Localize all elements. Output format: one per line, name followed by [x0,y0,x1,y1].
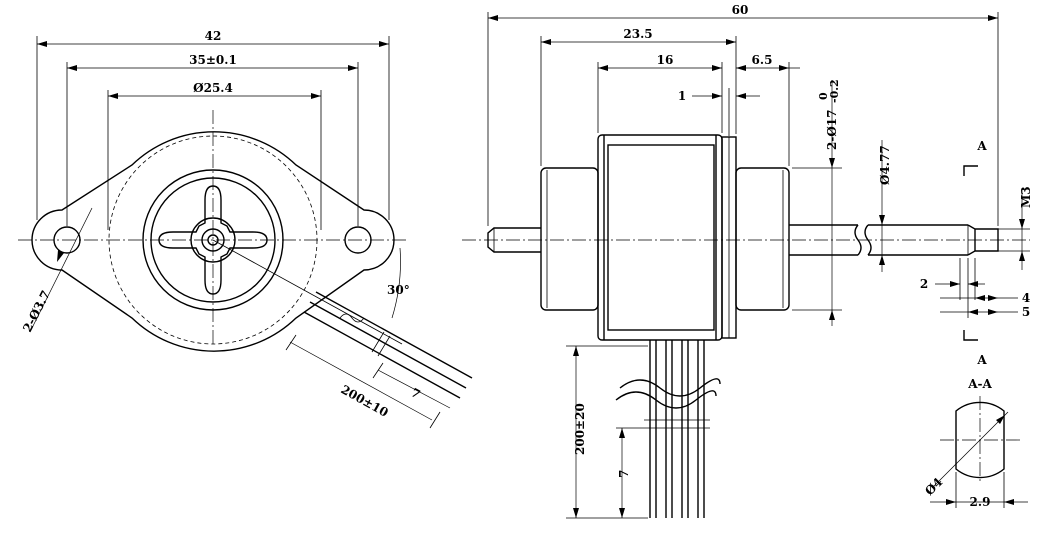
dim-hole-spacing: 35±0.1 [189,53,237,67]
dim-step-4: 4 [1022,291,1030,305]
dim-lead-angle: 30° [387,283,410,297]
section-diameter-leader [931,411,1009,489]
dim-section-flat: 2.9 [970,495,991,509]
dim-boss-tolerance-lower: -0.2 [828,79,841,103]
lead-angle-line [212,239,403,345]
dim-total-length: 60 [732,3,749,17]
dim-flange-to-body: 23.5 [623,27,652,41]
rotor-hub-outer [190,217,236,263]
pilot-diameter-hidden-circle [108,135,318,345]
dim-side-lead-length: 200±20 [573,403,587,455]
front-shaft [789,224,968,256]
section-a-a: A-A Ø4 2.9 [922,377,1028,509]
side-view: 60 23.5 16 6.5 1 2-Ø17 [462,3,1033,519]
section-title: A-A [967,377,992,391]
lead-length-dim-line [289,341,433,421]
mount-hole-leader [29,207,93,333]
dim-front-lead-length: 200±10 [339,382,391,419]
dim-boss-length: 6.5 [752,53,773,67]
rotor-hub-inner [201,228,225,252]
dim-body-length: 16 [657,53,674,67]
rear-boss [540,167,599,311]
motor-body [597,134,723,341]
motor-body-label-area [607,144,715,331]
dim-front-lead-strip: 7 [409,385,423,401]
rear-shaft [487,227,541,253]
front-boss-outer [142,169,284,311]
dim-boss-diameter: 2-Ø17 [825,110,839,150]
dim-side-lead-strip: 7 [617,470,631,478]
dim-shaft-diameter: Ø4.77 [878,145,892,185]
dim-step-5: 5 [1022,305,1030,319]
right-mount-hole [344,226,372,254]
dim-step-2: 2 [920,277,928,291]
section-marker-top: A [976,139,987,153]
dim-thread: M3 [1019,186,1033,208]
section-marker-bottom-bracket [963,330,978,341]
mounting-flange-outline [31,131,395,352]
angle-arc [391,247,401,319]
shaft-tip [967,224,999,256]
front-lead-wires [303,291,473,399]
side-lead-wires [615,340,721,518]
rotor-cross [158,185,268,295]
section-marker-bottom: A [976,353,987,367]
lead-strip-dim-line [377,369,451,409]
left-mount-hole [53,226,81,254]
shaft-end [207,234,219,246]
front-boss-inner [150,177,276,303]
dim-overall-width: 42 [205,29,222,43]
dim-flange-thickness: 1 [678,89,686,103]
front-view: 30° 200±10 7 42 35±0.1 Ø25.4 2-Ø3.7 [18,29,473,429]
dim-pilot-diameter: Ø25.4 [193,81,233,95]
front-boss [735,167,790,311]
dim-boss-tolerance-upper: 0 [817,92,830,100]
section-marker-top-bracket [963,165,978,176]
dim-mount-holes: 2-Ø3.7 [20,288,53,334]
section-shaft-profile [955,401,1005,479]
